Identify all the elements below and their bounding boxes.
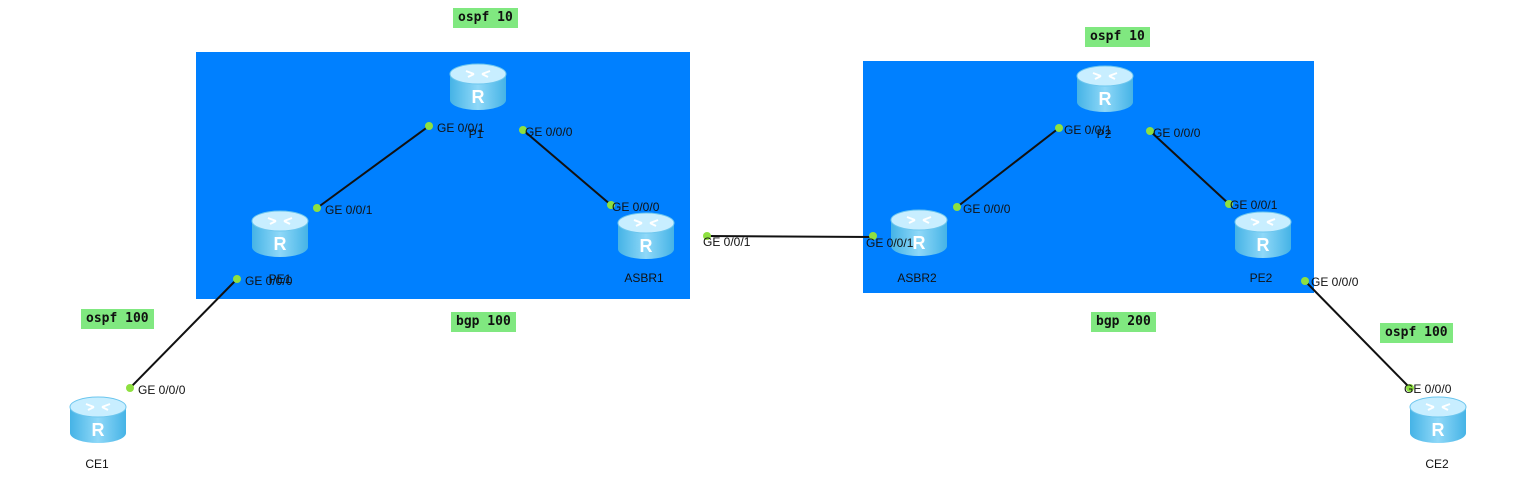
bgp-tag-as200: bgp 200 <box>1091 312 1156 332</box>
interface-label-p2-ge001: GE 0/0/1 <box>1064 123 1112 137</box>
interface-label-pe1-ge000: GE 0/0/0 <box>245 274 293 288</box>
svg-text:R: R <box>1099 89 1112 109</box>
router-label-asbr2: ASBR2 <box>897 271 937 285</box>
link-asbr2-p2[interactable] <box>956 127 1060 208</box>
link-pe1-ce1[interactable] <box>129 278 238 389</box>
link-p2-pe2[interactable] <box>1149 130 1230 205</box>
router-label-ce1: CE1 <box>85 457 109 471</box>
port-dot-icon[interactable] <box>519 126 527 134</box>
router-icon: R <box>1409 396 1467 443</box>
port-dot-icon[interactable] <box>703 232 711 240</box>
port-dot-icon[interactable] <box>1301 277 1309 285</box>
port-dot-icon[interactable] <box>126 384 134 392</box>
port-dot-icon[interactable] <box>869 232 877 240</box>
svg-text:R: R <box>1432 420 1445 440</box>
svg-text:R: R <box>92 420 105 440</box>
router-label-p1: P1 <box>468 127 484 141</box>
link-pe2-ce2[interactable] <box>1304 280 1411 389</box>
router-icon: R <box>1076 65 1134 112</box>
interface-label-asbr1-ge000: GE 0/0/0 <box>612 200 660 214</box>
port-dot-icon[interactable] <box>953 203 961 211</box>
interface-label-asbr2-ge000: GE 0/0/0 <box>963 202 1011 216</box>
port-dot-icon[interactable] <box>607 201 615 209</box>
link-p1-asbr1[interactable] <box>522 129 612 206</box>
router-p2[interactable]: R <box>1075 60 1135 116</box>
router-icon: R <box>890 209 948 256</box>
interface-label-ce2-ge000: GE 0/0/0 <box>1404 382 1452 396</box>
port-dot-icon[interactable] <box>1225 200 1233 208</box>
interface-label-pe2-ge000: GE 0/0/0 <box>1311 275 1359 289</box>
router-ce2[interactable]: R <box>1408 391 1468 447</box>
router-label-p2: P2 <box>1096 127 1112 141</box>
interface-label-ce1-ge000: GE 0/0/0 <box>138 383 186 397</box>
bgp-tag-as100: bgp 100 <box>451 312 516 332</box>
router-icon: R <box>69 396 127 443</box>
svg-text:R: R <box>913 233 926 253</box>
router-icon: R <box>251 210 309 257</box>
ospf-tag-as200: ospf 10 <box>1085 27 1150 47</box>
router-icon: R <box>1234 211 1292 258</box>
router-label-pe2: PE2 <box>1249 271 1273 285</box>
port-dot-icon[interactable] <box>1146 127 1154 135</box>
router-p1[interactable]: R <box>448 58 508 114</box>
ospf-tag-as100: ospf 10 <box>453 8 518 28</box>
interface-label-pe2-ge001: GE 0/0/1 <box>1230 198 1278 212</box>
ospf-tag-ce1: ospf 100 <box>81 309 154 329</box>
router-label-ce2: CE2 <box>1425 457 1449 471</box>
router-asbr1[interactable]: R <box>616 207 676 263</box>
router-label-asbr1: ASBR1 <box>624 271 664 285</box>
port-dot-icon[interactable] <box>233 275 241 283</box>
router-ce1[interactable]: R <box>68 391 128 447</box>
link-pe1-p1[interactable] <box>316 125 430 209</box>
interface-label-p1-ge001: GE 0/0/1 <box>437 121 485 135</box>
router-pe1[interactable]: R <box>250 205 310 261</box>
router-pe2[interactable]: R <box>1233 206 1293 262</box>
interface-label-p1-ge000: GE 0/0/0 <box>525 125 573 139</box>
svg-text:R: R <box>274 234 287 254</box>
router-icon: R <box>449 63 507 110</box>
interface-label-pe1-ge001: GE 0/0/1 <box>325 203 373 217</box>
router-label-pe1: PE1 <box>268 272 292 286</box>
port-dot-icon[interactable] <box>1055 124 1063 132</box>
interface-label-p2-ge000: GE 0/0/0 <box>1153 126 1201 140</box>
interface-label-asbr1-ge001: GE 0/0/1 <box>703 235 751 249</box>
svg-text:R: R <box>1257 235 1270 255</box>
router-icon: R <box>617 212 675 259</box>
port-dot-icon[interactable] <box>313 204 321 212</box>
ospf-tag-ce2: ospf 100 <box>1380 323 1453 343</box>
as100-area[interactable] <box>196 52 690 299</box>
svg-text:R: R <box>640 236 653 256</box>
interface-label-asbr2-ge001: GE 0/0/1 <box>866 236 914 250</box>
link-asbr1-asbr2[interactable] <box>706 235 874 238</box>
svg-text:R: R <box>472 87 485 107</box>
router-asbr2[interactable]: R <box>889 204 949 260</box>
port-dot-icon[interactable] <box>1406 384 1414 392</box>
port-dot-icon[interactable] <box>425 122 433 130</box>
